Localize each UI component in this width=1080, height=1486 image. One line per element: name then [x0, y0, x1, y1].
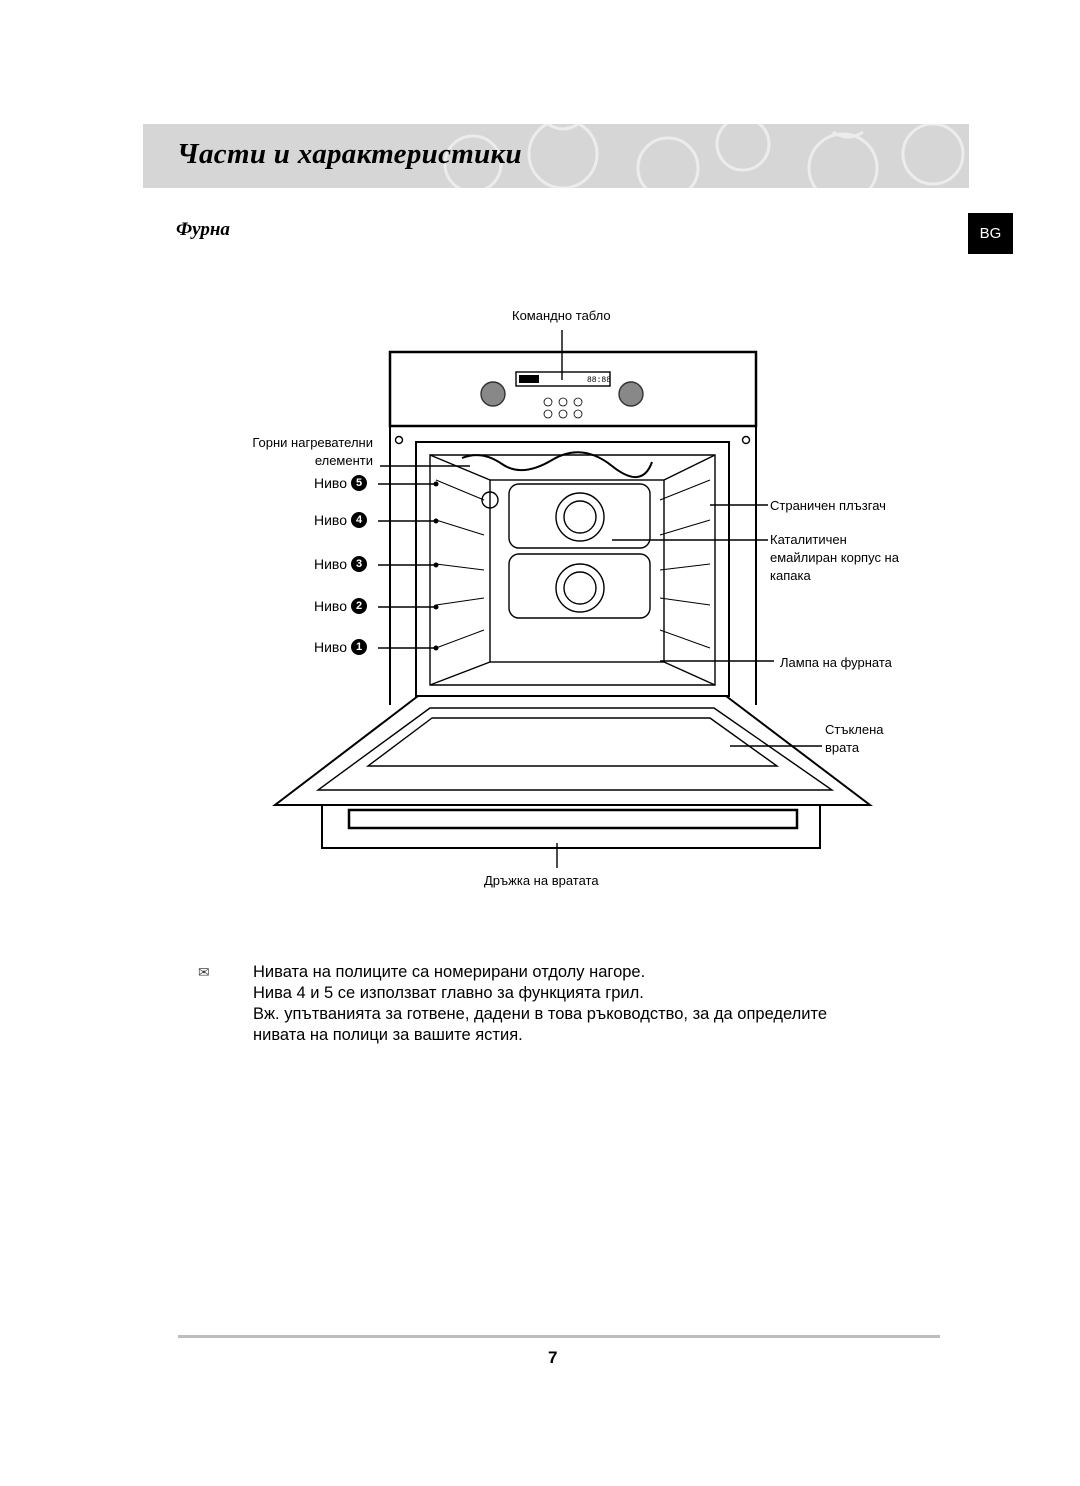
label-top-heaters: Горни нагревателни елементи	[252, 435, 373, 468]
footer-divider	[178, 1335, 940, 1338]
display-window	[515, 371, 611, 387]
oven-diagram: 88:88	[272, 330, 873, 868]
knob-left-icon	[480, 381, 506, 407]
knob-right-icon	[618, 381, 644, 407]
label-door-handle: Дръжка на вратата	[484, 873, 599, 888]
language-badge: BG	[968, 213, 1013, 254]
note-icon: ✉	[198, 964, 210, 980]
tomato-decoration	[443, 124, 965, 188]
note-text: Нивата на полиците са номерирани отдолу …	[253, 963, 828, 1044]
label-side-runner: Страничен плъзгач	[770, 498, 886, 513]
control-panel-outline	[388, 350, 758, 428]
label-glass-door: Стъклена врата	[825, 722, 884, 755]
page-number: 7	[548, 1348, 558, 1367]
label-oven-lamp: Лампа на фурната	[780, 655, 892, 670]
display-digits: 88:88	[587, 376, 611, 385]
page-title: Части и характеристики	[177, 138, 522, 170]
section-title: Фурна	[176, 219, 230, 240]
header-banner: Части и характеристики	[143, 124, 969, 188]
label-catalytic-enamel: Каталитичен емайлиран корпус на капака	[770, 532, 899, 583]
label-control-panel: Командно табло	[512, 308, 611, 323]
